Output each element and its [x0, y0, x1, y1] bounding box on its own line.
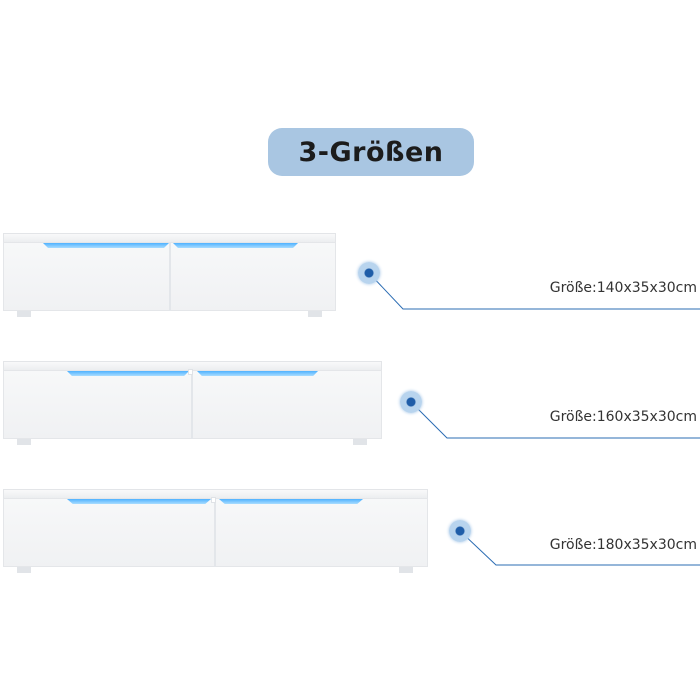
- led-strip-left: [67, 499, 211, 504]
- cabinet-foot-left: [17, 311, 31, 317]
- title-badge: 3-Größen: [268, 128, 474, 176]
- tv-cabinet-180: [3, 489, 428, 573]
- size-label-180: Größe:180x35x30cm: [549, 537, 697, 553]
- led-strip-left: [67, 371, 189, 376]
- leader-line-160: [410, 401, 700, 439]
- size-label-160: Größe:160x35x30cm: [549, 409, 697, 425]
- tv-cabinet-160: [3, 361, 382, 445]
- door-split: [191, 370, 193, 439]
- cabinet-foot-right: [308, 311, 322, 317]
- marker-dot-160: [400, 391, 422, 413]
- led-strip-right: [173, 243, 298, 248]
- marker-dot-180: [449, 520, 471, 542]
- cabinet-foot-right: [399, 567, 413, 573]
- size-label-140: Größe:140x35x30cm: [549, 280, 697, 296]
- marker-dot-140: [358, 262, 380, 284]
- led-strip-right: [197, 371, 318, 376]
- cabinet-foot-left: [17, 439, 31, 445]
- cabinet-center-latch: [188, 369, 193, 375]
- led-strip-right: [219, 499, 363, 504]
- leader-line-180: [459, 530, 700, 566]
- cabinet-foot-right: [353, 439, 367, 445]
- title-text: 3-Größen: [298, 136, 444, 168]
- door-split: [214, 498, 216, 567]
- cabinet-center-latch: [211, 497, 216, 503]
- leader-line-140: [368, 272, 700, 310]
- led-strip-left: [43, 243, 169, 248]
- cabinet-foot-left: [17, 567, 31, 573]
- door-split: [169, 242, 171, 311]
- tv-cabinet-140: [3, 233, 336, 317]
